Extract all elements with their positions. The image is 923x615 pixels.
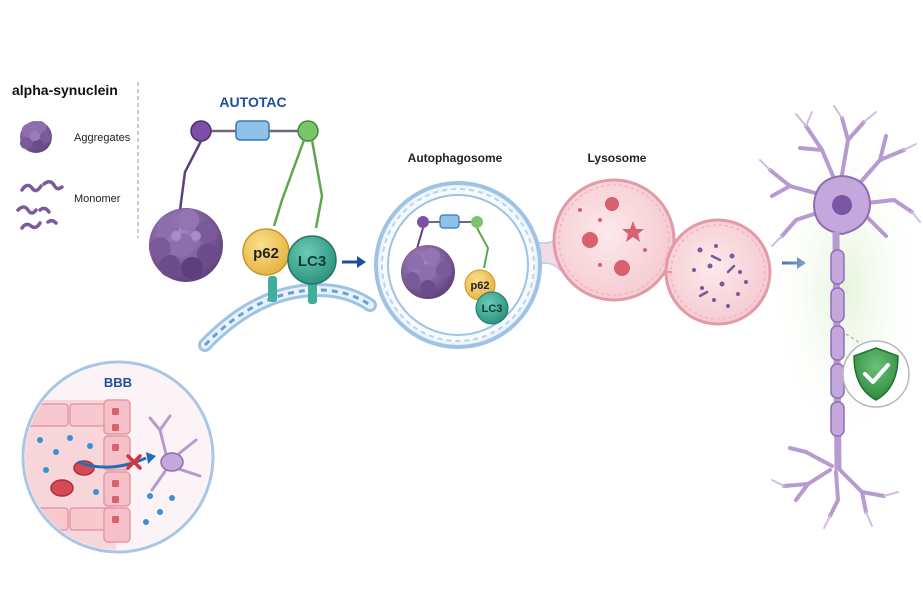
lc3-protein bbox=[287, 235, 337, 285]
autophagosome-lc3-label: LC3 bbox=[482, 303, 503, 315]
autophagosome-cargo: p62 LC3 bbox=[401, 214, 509, 325]
autophagosome-title: Autophagosome bbox=[408, 151, 503, 165]
autotac-tether-p62 bbox=[272, 139, 306, 227]
shield-check-icon bbox=[842, 340, 910, 408]
x-mark-icon bbox=[126, 454, 142, 470]
lysosome-title: Lysosome bbox=[588, 151, 647, 165]
lc3-anchor bbox=[308, 280, 317, 304]
autophagosome bbox=[374, 181, 542, 349]
aggregate-legend-icon bbox=[20, 121, 52, 153]
lysosome bbox=[552, 178, 676, 302]
microglia bbox=[148, 414, 202, 492]
autotac-tether-aggregate bbox=[178, 140, 203, 211]
phagophore-membrane bbox=[198, 282, 377, 352]
autotac-panel: AUTOTAC bbox=[149, 94, 377, 352]
bbb-title: BBB bbox=[104, 375, 132, 390]
p62-label: p62 bbox=[253, 245, 279, 262]
lc3-label: LC3 bbox=[298, 253, 326, 270]
flow-arrow-1 bbox=[342, 256, 366, 268]
autophagosome-p62-label: p62 bbox=[471, 280, 490, 292]
bbb-crossing-arrow bbox=[77, 452, 156, 469]
bbb-panel: BBB bbox=[21, 360, 215, 554]
autotac-tether-lc3 bbox=[310, 139, 324, 229]
autophagosome-lysosome-panel: Autophagosome Lysosome p62 bbox=[374, 151, 772, 349]
autolysosome bbox=[664, 218, 772, 326]
monomer-legend-icon bbox=[16, 180, 64, 230]
autotac-title: AUTOTAC bbox=[219, 94, 286, 110]
alpha-synuclein-aggregate bbox=[149, 208, 223, 282]
autotac-linker-block bbox=[235, 120, 270, 141]
callout-line bbox=[845, 333, 869, 349]
legend-title: alpha-synuclein bbox=[12, 82, 118, 98]
neuron-nucleus bbox=[832, 195, 852, 215]
healthy-neuron bbox=[759, 105, 923, 529]
myelin-sheath bbox=[830, 249, 845, 437]
alpha-synuclein-legend: alpha-synuclein Aggregates Monomer bbox=[12, 82, 139, 238]
aggregates-label: Aggregates bbox=[74, 132, 131, 144]
monomer-label: Monomer bbox=[74, 193, 121, 205]
autotac-p62-ligand bbox=[297, 120, 319, 142]
autotac-target-ligand bbox=[190, 120, 212, 142]
p62-anchor bbox=[268, 276, 277, 302]
